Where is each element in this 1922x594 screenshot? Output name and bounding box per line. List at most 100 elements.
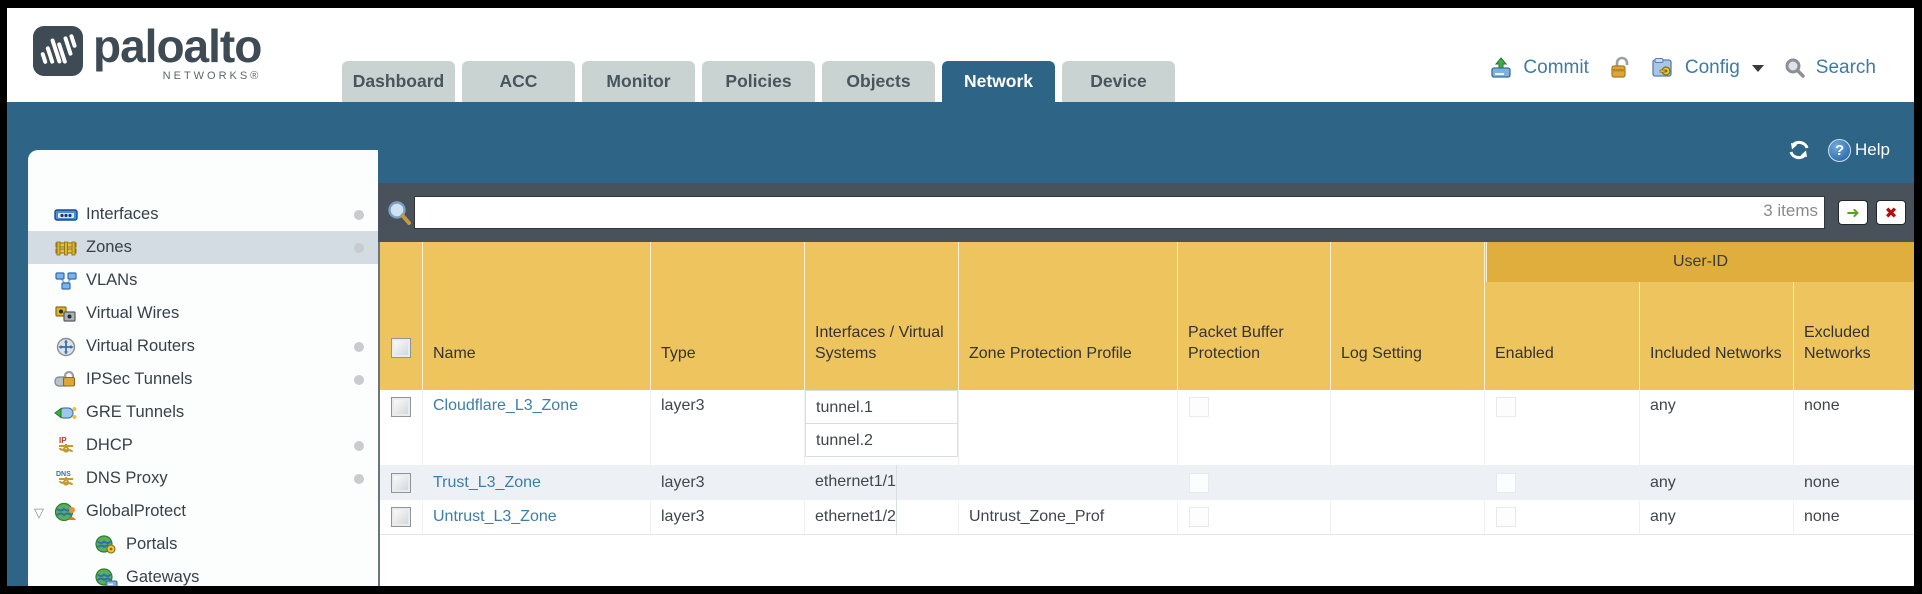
help-link[interactable]: ? Help <box>1828 138 1890 162</box>
user-id-enabled-checkbox[interactable] <box>1496 507 1516 527</box>
table-row[interactable]: Cloudflare_L3_Zone layer3 tunnel.1 tunne… <box>380 390 1914 465</box>
logo-wordmark: paloalto <box>93 20 262 72</box>
gre-tunnels-icon <box>54 406 77 419</box>
sidebar-item-globalprotect[interactable]: ▽ GlobalProtect <box>34 502 186 521</box>
zone-protection-profile <box>959 390 1178 465</box>
tab-device[interactable]: Device <box>1062 61 1175 102</box>
included-networks: any <box>1640 390 1794 465</box>
user-id-enabled-checkbox[interactable] <box>1496 472 1516 493</box>
col-header-type[interactable]: Type <box>651 242 805 390</box>
col-header-interfaces[interactable]: Interfaces / Virtual Systems <box>805 242 959 390</box>
tab-monitor[interactable]: Monitor <box>582 61 695 102</box>
log-setting <box>1331 390 1485 465</box>
vlans-icon <box>55 271 77 290</box>
excluded-networks: none <box>1804 473 1840 491</box>
zone-type: layer3 <box>651 465 805 500</box>
commit-button[interactable]: Commit <box>1523 57 1589 78</box>
row-checkbox[interactable] <box>391 397 411 417</box>
status-dot <box>354 243 364 253</box>
paloalto-logo-icon <box>33 26 83 76</box>
col-header-packet-buffer-protection[interactable]: Packet Buffer Protection <box>1178 242 1331 390</box>
tab-network[interactable]: Network <box>942 61 1055 102</box>
refresh-icon[interactable] <box>1786 138 1812 162</box>
col-header-name[interactable]: Name <box>423 242 651 390</box>
user-id-enabled-checkbox[interactable] <box>1496 397 1516 417</box>
red-x-icon: ✖ <box>1884 204 1898 222</box>
interface-item[interactable]: tunnel.2 <box>805 423 958 457</box>
sidebar-item-virtual-wires[interactable]: Virtual Wires <box>28 297 378 330</box>
zone-interfaces: ethernet1/2 <box>805 500 959 534</box>
zone-protection-profile: Untrust_Zone_Prof <box>959 500 1178 534</box>
sidebar-item-virtual-routers[interactable]: Virtual Routers <box>28 330 378 363</box>
zone-name-link[interactable]: Untrust_L3_Zone <box>433 508 557 525</box>
commit-icon[interactable] <box>1489 57 1513 79</box>
row-checkbox[interactable] <box>391 472 411 493</box>
unlocked-padlock-icon[interactable] <box>1609 56 1631 80</box>
packet-buffer-protection-checkbox[interactable] <box>1189 507 1209 527</box>
zone-interfaces: ethernet1/1 <box>805 465 959 500</box>
zone-protection-profile <box>959 465 1178 500</box>
config-icon[interactable] <box>1651 57 1675 79</box>
green-arrow-icon: ➜ <box>1846 204 1860 222</box>
sidebar-item-dns-proxy[interactable]: DNS DNS Proxy <box>28 462 378 495</box>
filter-input[interactable] <box>414 196 1825 229</box>
col-header-zone-protection-profile[interactable]: Zone Protection Profile <box>959 242 1178 390</box>
zone-type: layer3 <box>651 500 805 534</box>
search-icon[interactable] <box>1784 57 1806 79</box>
table-row[interactable]: Untrust_L3_Zone layer3 ethernet1/2 Untru… <box>380 500 1914 535</box>
packet-buffer-protection-checkbox[interactable] <box>1189 472 1209 493</box>
log-setting <box>1331 465 1485 500</box>
sidebar-item-portals[interactable]: Portals <box>28 528 378 561</box>
row-checkbox[interactable] <box>391 507 411 527</box>
interface-item[interactable]: ethernet1/2 <box>805 500 897 534</box>
tab-dashboard[interactable]: Dashboard <box>342 61 455 102</box>
sidebar-item-vlans[interactable]: VLANs <box>28 264 378 297</box>
sidebar-item-zones[interactable]: Zones <box>28 231 378 264</box>
help-label[interactable]: Help <box>1855 140 1890 159</box>
zones-table: Name Type Interfaces / Virtual Systems Z… <box>378 242 1914 586</box>
expander-triangle-icon[interactable]: ▽ <box>34 505 44 520</box>
sidebar-item-dhcp[interactable]: IP DHCP <box>28 429 378 462</box>
included-networks: any <box>1640 465 1794 500</box>
packet-buffer-protection-checkbox[interactable] <box>1189 397 1209 417</box>
table-row[interactable]: Trust_L3_Zone layer3 ethernet1/1 any non… <box>380 465 1914 500</box>
filter-search-icon <box>388 201 411 225</box>
tab-objects[interactable]: Objects <box>822 61 935 102</box>
sidebar-item-gre-tunnels[interactable]: GRE Tunnels <box>28 396 378 429</box>
dns-proxy-icon: DNS <box>56 471 73 486</box>
network-sidebar: Interfaces Zones VLANs Virtua <box>28 150 378 586</box>
apply-filter-button[interactable]: ➜ <box>1838 200 1868 225</box>
status-dot <box>354 210 364 220</box>
search-button[interactable]: Search <box>1815 57 1876 78</box>
status-dot <box>354 474 364 484</box>
tab-acc[interactable]: ACC <box>462 61 575 102</box>
zone-type: layer3 <box>651 390 805 465</box>
excluded-networks: none <box>1804 397 1840 414</box>
ipsec-tunnels-icon <box>54 370 76 387</box>
virtual-routers-icon <box>56 337 76 356</box>
interfaces-icon <box>54 208 78 221</box>
config-menu-button[interactable]: Config <box>1684 57 1740 78</box>
user-id-group-header: User-ID <box>1486 242 1914 282</box>
interface-item[interactable]: ethernet1/1 <box>805 465 897 500</box>
zone-name-link[interactable]: Cloudflare_L3_Zone <box>433 397 578 414</box>
virtual-wires-icon <box>55 305 76 322</box>
sidebar-item-gateways[interactable]: Gateways <box>28 561 378 586</box>
globalprotect-icon <box>54 502 76 521</box>
config-caret-down-icon[interactable] <box>1751 64 1764 72</box>
main-nav-tabs: Dashboard ACC Monitor Policies Objects N… <box>342 61 1175 102</box>
excluded-networks: none <box>1804 508 1840 525</box>
log-setting <box>1331 500 1485 534</box>
interface-item[interactable]: tunnel.1 <box>805 390 958 424</box>
sidebar-item-interfaces[interactable]: Interfaces <box>28 198 378 231</box>
col-header-log-setting[interactable]: Log Setting <box>1331 242 1485 390</box>
dhcp-icon: IP <box>59 436 73 453</box>
select-all-header-cell <box>380 242 423 390</box>
help-icon[interactable]: ? <box>1828 138 1852 162</box>
tab-policies[interactable]: Policies <box>702 61 815 102</box>
clear-filter-button[interactable]: ✖ <box>1876 200 1906 225</box>
zone-name-link[interactable]: Trust_L3_Zone <box>433 473 541 491</box>
portals-icon <box>95 534 116 554</box>
sidebar-item-ipsec-tunnels[interactable]: IPSec Tunnels <box>28 363 378 396</box>
select-all-checkbox[interactable] <box>391 338 411 358</box>
